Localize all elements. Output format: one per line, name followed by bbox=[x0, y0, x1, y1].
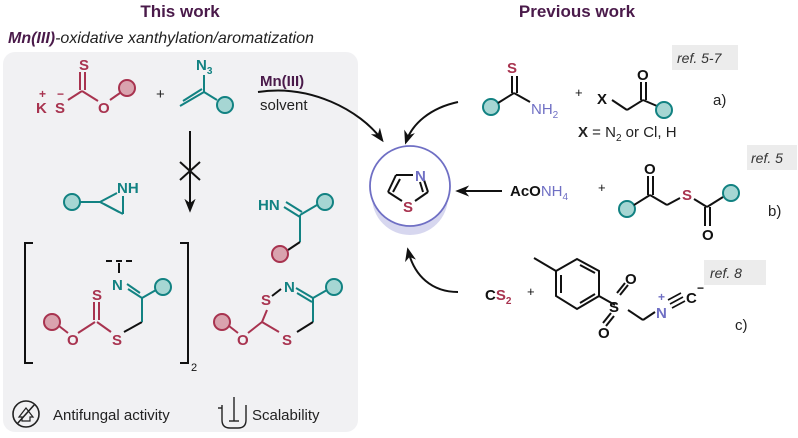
atom-s-anion: S bbox=[55, 100, 65, 117]
header-this-work: This work bbox=[140, 2, 220, 21]
dithiazine bbox=[213, 278, 343, 334]
thioamide-nh2: NH2 bbox=[531, 101, 559, 121]
feature-scalability: Scalability bbox=[252, 407, 320, 424]
ketone-o-b: O bbox=[644, 161, 656, 178]
atom-k: K bbox=[36, 100, 47, 117]
reagent-ammonium-acetate: AcONH4 bbox=[510, 183, 569, 203]
ref-c-box bbox=[704, 260, 766, 285]
plus-a: + bbox=[575, 85, 583, 100]
ketone-o-a: O bbox=[637, 67, 649, 84]
thioamide bbox=[482, 76, 531, 116]
antifungal-icon bbox=[12, 400, 40, 428]
plus-b: + bbox=[598, 180, 606, 195]
dithiazine-o: O bbox=[237, 332, 249, 349]
thioester-o: O bbox=[702, 227, 714, 244]
imine-hn: HN bbox=[258, 197, 280, 214]
subtitle-bold: Mn(III) bbox=[8, 30, 55, 47]
vinyl-azide bbox=[179, 75, 234, 114]
thiazole-s: S bbox=[403, 199, 413, 216]
tosmic bbox=[533, 257, 656, 327]
plus-c: + bbox=[527, 284, 535, 299]
thiazole-n: N bbox=[415, 168, 426, 185]
imine-intermediate bbox=[271, 193, 334, 263]
isocyanide-bond bbox=[667, 292, 686, 309]
tosmic-o2: O bbox=[598, 325, 610, 342]
dithiazine-n: N bbox=[284, 279, 295, 296]
dimer-subscript: 2 bbox=[191, 362, 197, 374]
ref-c: ref. 8 bbox=[710, 265, 742, 281]
thioester-ketone bbox=[618, 176, 740, 226]
condition-solvent: solvent bbox=[260, 97, 308, 114]
dimer-atom-n: N bbox=[112, 277, 123, 294]
k-charge: + bbox=[39, 87, 46, 101]
thioamide-s: S bbox=[507, 60, 517, 77]
ref-a-box bbox=[672, 45, 738, 70]
tosmic-c: C bbox=[686, 290, 697, 307]
reagent-x: X bbox=[597, 91, 607, 108]
subtitle-rest: -oxidative xanthylation/aromatization bbox=[55, 30, 314, 47]
reagent-cs2: CS2 bbox=[485, 287, 512, 307]
dithiazine-s1: S bbox=[261, 292, 271, 309]
azirine bbox=[63, 192, 124, 215]
dimer-atom-o: O bbox=[67, 332, 79, 349]
atom-o: O bbox=[98, 100, 110, 117]
x-definition: X = N2 or Cl, H bbox=[578, 124, 677, 144]
xanthyl-imine-radical bbox=[43, 260, 172, 334]
thioester-s: S bbox=[682, 187, 692, 204]
ref-b-box bbox=[747, 145, 797, 170]
tosmic-s: S bbox=[609, 299, 619, 316]
reactor-icon bbox=[218, 397, 247, 429]
s-charge: − bbox=[57, 87, 64, 101]
tosmic-o1: O bbox=[625, 271, 637, 288]
tosmic-n: N bbox=[656, 305, 667, 322]
thiazole-product: N S bbox=[369, 145, 451, 235]
tosmic-n-charge: + bbox=[658, 290, 665, 304]
dithiazine-s2: S bbox=[282, 332, 292, 349]
plus-sign: + bbox=[156, 86, 165, 103]
subtitle: Mn(III)-oxidative xanthylation/aromatiza… bbox=[8, 30, 314, 47]
ref-a: ref. 5-7 bbox=[677, 50, 723, 66]
condition-mn: Mn(III) bbox=[260, 73, 304, 90]
label-b: b) bbox=[768, 203, 781, 220]
alpha-x-ketone bbox=[611, 82, 673, 119]
azide-n: N3 bbox=[196, 57, 213, 77]
ref-b: ref. 5 bbox=[751, 150, 783, 166]
label-a: a) bbox=[713, 92, 726, 109]
atom-s: S bbox=[79, 57, 89, 74]
header-previous-work: Previous work bbox=[519, 2, 636, 21]
reaction-arrow-main bbox=[257, 89, 384, 143]
potassium-xanthate bbox=[67, 72, 136, 102]
route-c-arrow bbox=[405, 247, 459, 293]
dimer-atom-s-thione: S bbox=[92, 287, 102, 304]
tosmic-c-charge: − bbox=[697, 281, 704, 295]
label-c: c) bbox=[735, 317, 748, 334]
dimer-bracket bbox=[24, 242, 189, 364]
feature-antifungal: Antifungal activity bbox=[53, 407, 170, 424]
azirine-nh: NH bbox=[117, 180, 139, 197]
dimer-atom-s: S bbox=[112, 332, 122, 349]
route-a-arrow bbox=[404, 101, 459, 145]
